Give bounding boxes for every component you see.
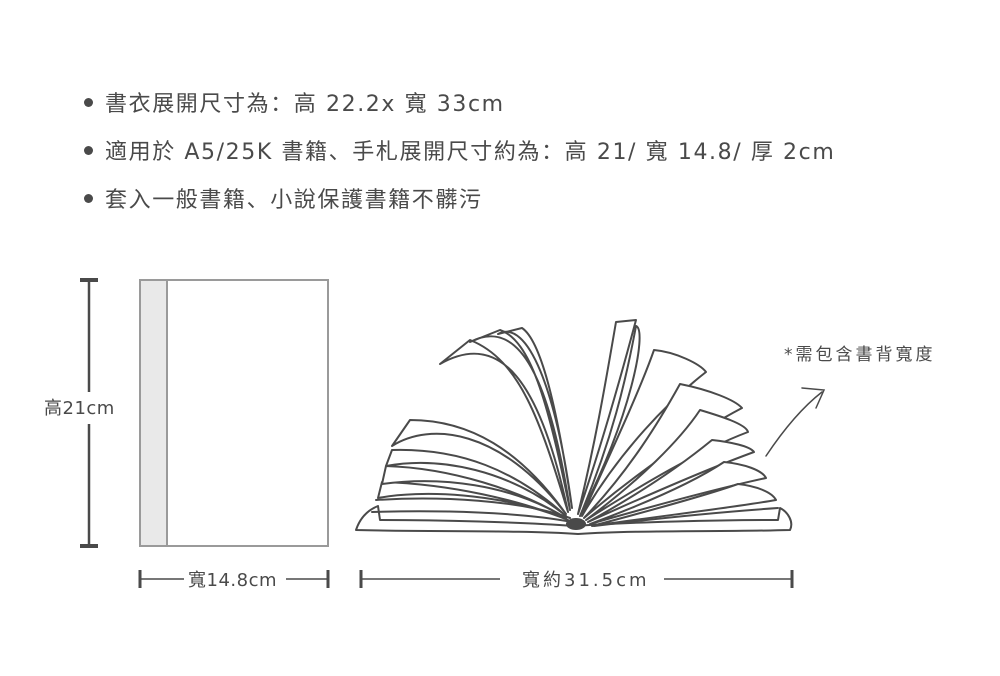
height-dimension — [80, 278, 98, 548]
bullet-icon — [84, 145, 93, 155]
spec-text: 套入一般書籍、小說保護書籍不髒污 — [105, 188, 483, 213]
spine-width-note: *需包含書背寬度 — [784, 345, 936, 365]
spec-text: 適用於 A5/25K 書籍、手札展開尺寸約為：高 21/ 寬 14.8/ 厚 2… — [105, 140, 836, 165]
open-width-dimension — [359, 570, 794, 588]
bullet-icon — [84, 97, 93, 107]
cover-width-label: 寬14.8cm — [186, 566, 280, 592]
open-width-label: 寬約31.5cm — [518, 566, 654, 592]
closed-book-cover — [139, 279, 329, 547]
spec-list: 書衣展開尺寸為：高 22.2x 寬 33cm 適用於 A5/25K 書籍、手札展… — [84, 78, 835, 222]
book-spine — [141, 281, 167, 545]
height-label: 高21cm — [44, 398, 115, 419]
bullet-icon — [84, 193, 93, 203]
spec-item: 適用於 A5/25K 書籍、手札展開尺寸約為：高 21/ 寬 14.8/ 厚 2… — [84, 126, 835, 174]
cover-width-dimension — [138, 570, 330, 588]
spec-item: 書衣展開尺寸為：高 22.2x 寬 33cm — [84, 78, 835, 126]
spec-text: 書衣展開尺寸為：高 22.2x 寬 33cm — [105, 92, 505, 117]
spec-item: 套入一般書籍、小說保護書籍不髒污 — [84, 174, 835, 222]
open-book-illustration — [355, 319, 793, 535]
note-arrow — [765, 387, 826, 457]
